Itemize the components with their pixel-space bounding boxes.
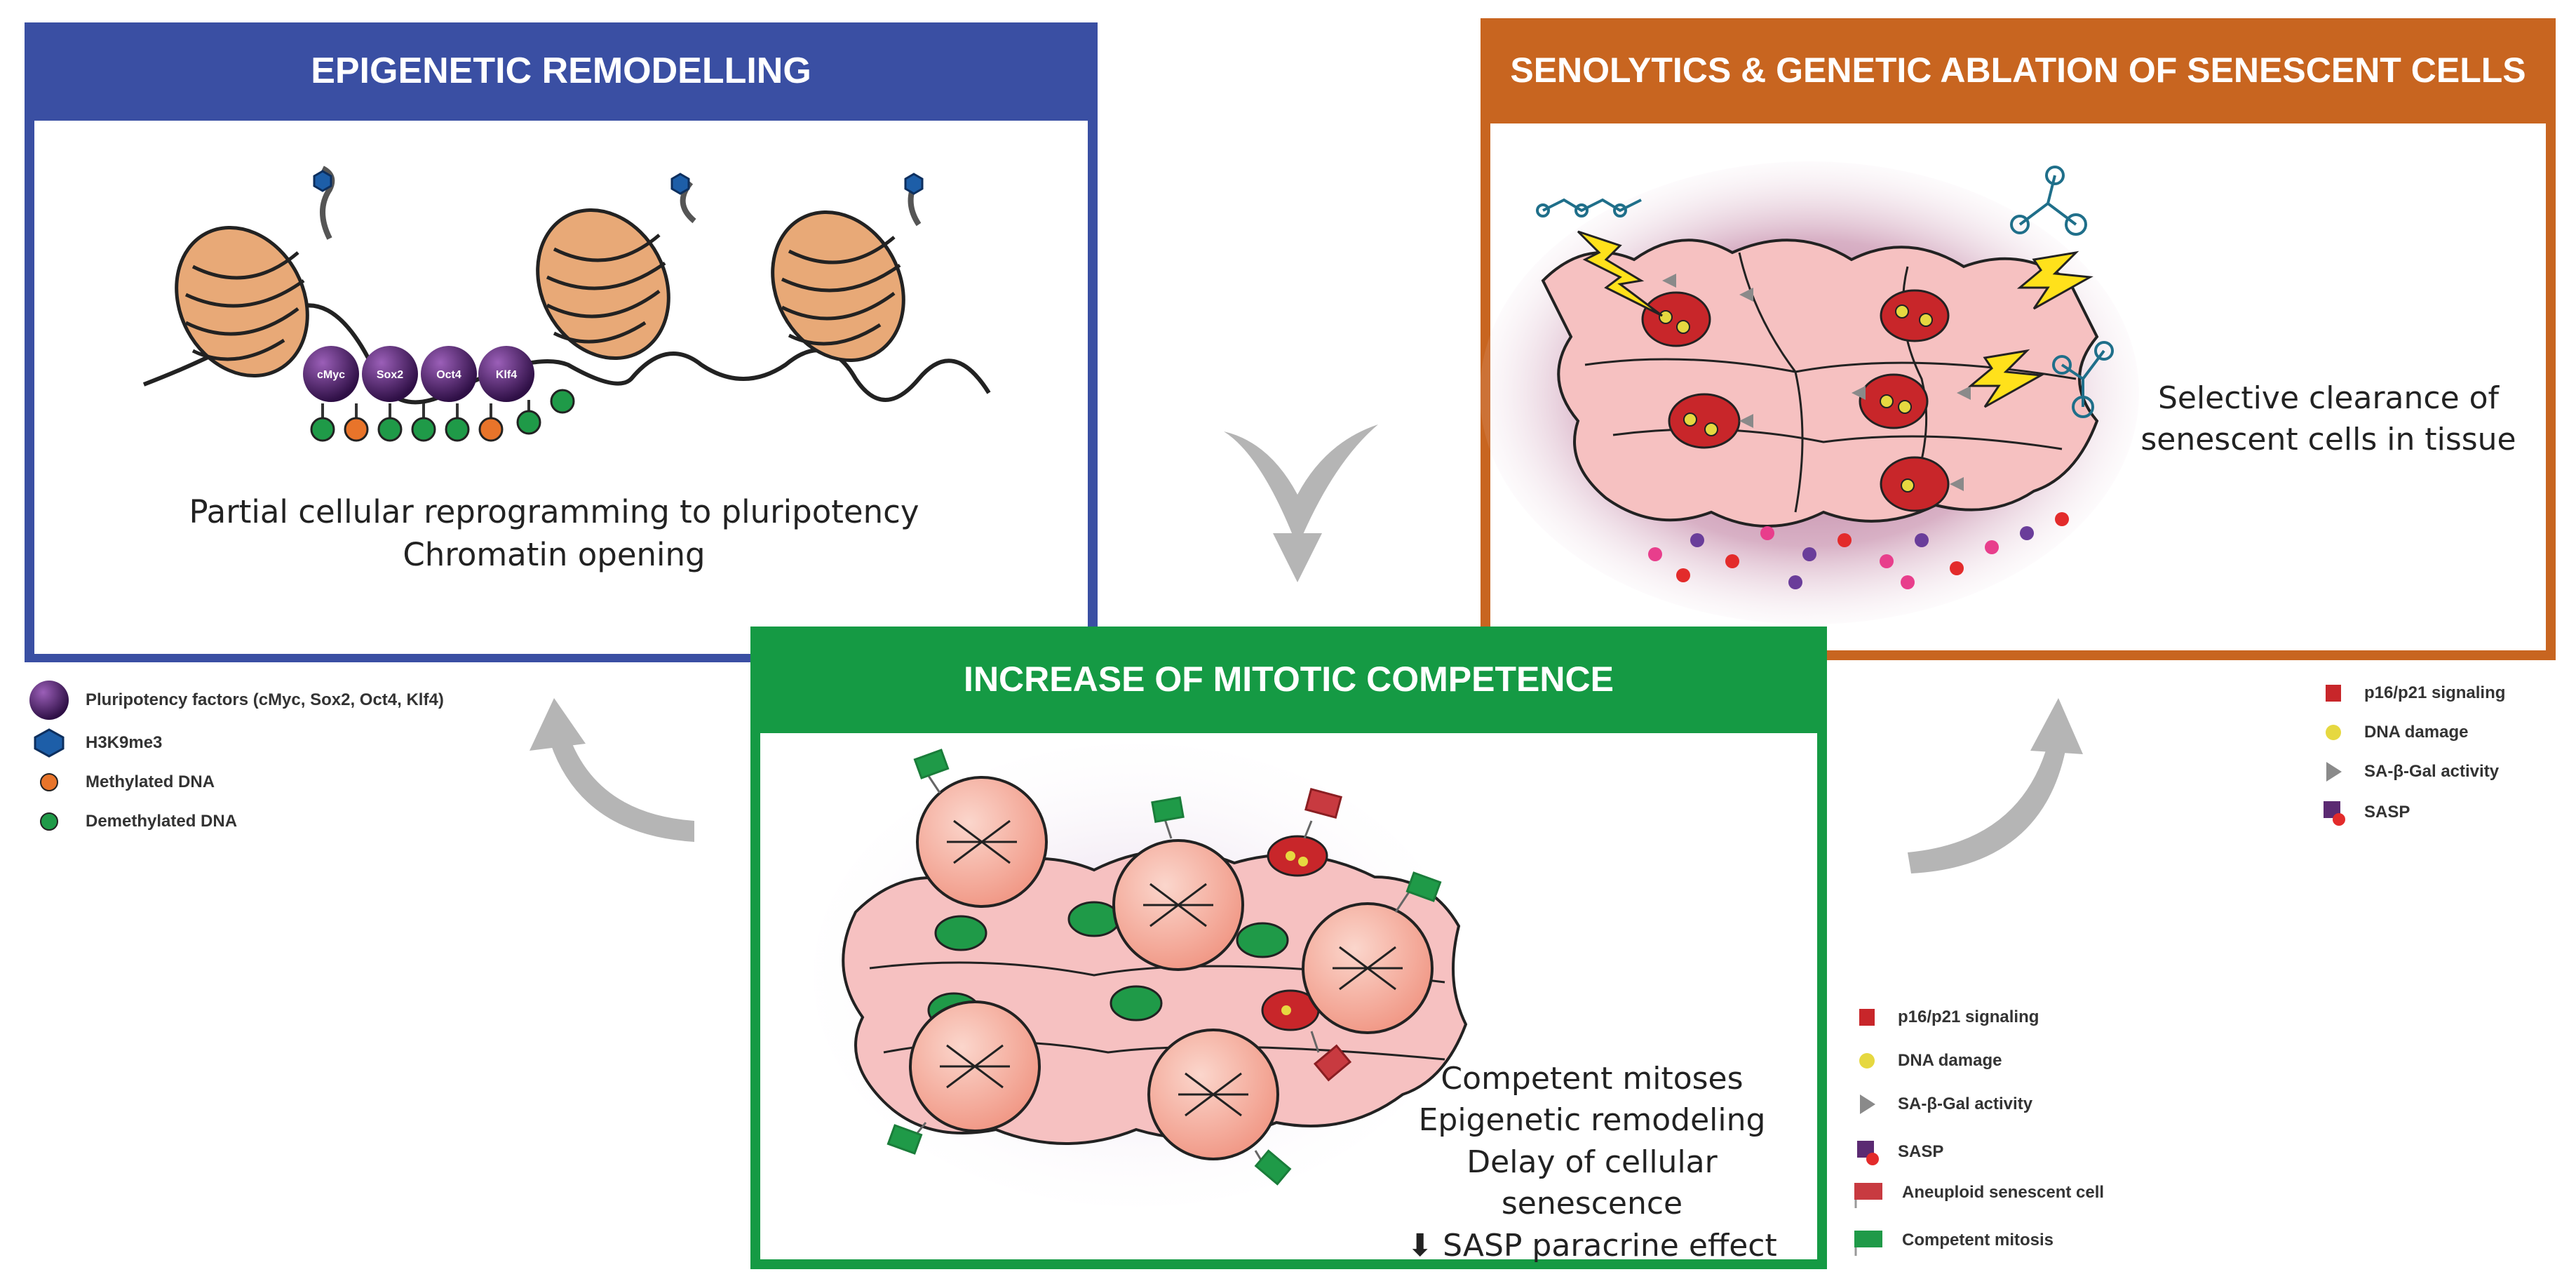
legend-label: H3K9me3	[86, 733, 163, 752]
legend-label: DNA damage	[1898, 1051, 2002, 1070]
mitotic-panel-title: INCREASE OF MITOTIC COMPETENCE	[964, 659, 1614, 699]
mitotic-tissue-illustration	[814, 744, 1468, 1207]
legend-item-p16-p21: p16/p21 signaling	[1852, 1003, 2039, 1031]
legend-item-sa-beta-gal: SA-β-Gal activity	[1852, 1090, 2032, 1118]
epigenetic-legend: Pluripotency factors (cMyc, Sox2, Oct4, …	[28, 674, 533, 842]
legend-item-aneuploid-cell: Aneuploid senescent cell	[1852, 1177, 2104, 1208]
green-flag-icon	[1854, 1231, 1882, 1256]
yellow-dot-icon	[1859, 1053, 1875, 1069]
sasp-particles	[1648, 512, 2069, 589]
legend-label: Aneuploid senescent cell	[1902, 1183, 2105, 1202]
h3k9me3-mark-2	[670, 173, 690, 195]
legend-item-demethylated-dna: Demethylated DNA	[28, 805, 237, 838]
senolytic-molecules	[1536, 166, 2114, 418]
legend-item-p16-p21: p16/p21 signaling	[2318, 679, 2505, 707]
arrow-to-senolytics-icon	[1908, 698, 2083, 873]
senolytics-panel-title: SENOLYTICS & GENETIC ABLATION OF SENESCE…	[1510, 51, 2526, 90]
purple-sphere-icon	[29, 681, 69, 720]
pluripotency-factors	[303, 346, 534, 402]
arrow-to-epigenetic-icon	[530, 698, 694, 842]
legend-label: Pluripotency factors (cMyc, Sox2, Oct4, …	[86, 690, 444, 709]
grey-triangle-icon	[1860, 1094, 1875, 1114]
cycle-arrows	[530, 424, 2083, 873]
yellow-dot-icon	[2326, 725, 2341, 740]
legend-item-competent-mitosis: Competent mitosis	[1852, 1225, 2054, 1256]
epigenetic-panel-title: EPIGENETIC REMODELLING	[311, 51, 811, 91]
legend-label: Methylated DNA	[86, 772, 215, 791]
legend-item-sasp: SASP	[1852, 1137, 1943, 1167]
legend-item-sasp: SASP	[2318, 797, 2410, 828]
legend-item-pluripotency-factors: Pluripotency factors (cMyc, Sox2, Oct4, …	[28, 679, 444, 721]
legend-label: p16/p21 signaling	[2364, 683, 2506, 702]
sasp-icon	[2324, 801, 2345, 826]
legend-item-dna-damage: DNA damage	[1852, 1047, 2002, 1075]
epigenetic-caption: Partial cellular reprogramming to plurip…	[161, 491, 947, 577]
factor-label-oct4: Oct4	[436, 369, 461, 381]
aneuploid-cell-flags	[1303, 787, 1352, 1082]
senolytics-legend: p16/p21 signaling DNA damage SA-β-Gal ac…	[2318, 679, 2570, 840]
mitotic-caption-line-4: ⬇ SASP paracrine effect	[1375, 1225, 1809, 1266]
senolytics-caption-line-1: Selective clearance of	[2157, 380, 2500, 416]
mitotic-caption: Competent mitoses Epigenetic remodeling …	[1375, 1058, 1809, 1266]
arrow-to-mitotic-icon	[1224, 424, 1378, 582]
legend-label: SA-β-Gal activity	[2364, 762, 2500, 781]
legend-label: Demethylated DNA	[86, 812, 238, 831]
blue-hexagon-icon	[34, 728, 65, 758]
legend-label: SASP	[2364, 803, 2410, 822]
mitotic-caption-line-2: Epigenetic remodeling	[1418, 1102, 1766, 1139]
h3k9me3-mark-1	[313, 170, 332, 192]
grey-triangle-icon	[2326, 762, 2342, 782]
mitotic-legend: p16/p21 signaling DNA damage SA-β-Gal ac…	[1852, 1003, 2146, 1277]
legend-label: Competent mitosis	[1902, 1231, 2054, 1250]
red-square-icon	[2326, 685, 2341, 702]
competent-mitosis-flags	[886, 749, 1442, 1186]
legend-label: DNA damage	[2364, 723, 2469, 742]
legend-item-methylated-dna: Methylated DNA	[28, 766, 215, 798]
legend-label: SASP	[1898, 1142, 1944, 1161]
senolytics-caption-line-2: senescent cells in tissue	[2140, 422, 2516, 458]
senescent-tissue-illustration	[1480, 161, 2139, 624]
legend-label: p16/p21 signaling	[1898, 1007, 2039, 1026]
factor-label-sox2: Sox2	[377, 369, 403, 381]
nucleosome-3	[748, 189, 929, 384]
red-square-icon	[1859, 1009, 1875, 1026]
h3k9me3-mark-3	[904, 173, 924, 195]
down-arrow-icon: ⬇	[1407, 1227, 1434, 1264]
dna-methylation-marks	[310, 389, 575, 442]
red-flag-icon	[1854, 1183, 1882, 1208]
legend-item-h3k9me3: H3K9me3	[28, 727, 162, 759]
senolytics-caption: Selective clearance of senescent cells i…	[2125, 377, 2532, 461]
mitotic-caption-last: SASP paracrine effect	[1443, 1227, 1777, 1264]
legend-label: SA-β-Gal activity	[1898, 1094, 2033, 1113]
mitotic-caption-line-3: Delay of cellular senescence	[1466, 1144, 1718, 1222]
orange-dot-icon	[40, 773, 58, 791]
mitotic-caption-line-1: Competent mitoses	[1441, 1061, 1744, 1097]
factor-label-cmyc: cMyc	[317, 369, 345, 381]
legend-item-sa-beta-gal: SA-β-Gal activity	[2318, 758, 2499, 786]
legend-item-dna-damage: DNA damage	[2318, 718, 2468, 746]
epigenetic-caption-line-1: Partial cellular reprogramming to plurip…	[189, 493, 919, 530]
sasp-icon	[1857, 1141, 1879, 1165]
epigenetic-caption-line-2: Chromatin opening	[403, 535, 706, 573]
chromatin-illustration	[142, 166, 991, 442]
green-dot-icon	[40, 812, 58, 831]
factor-label-klf4: Klf4	[496, 369, 517, 381]
